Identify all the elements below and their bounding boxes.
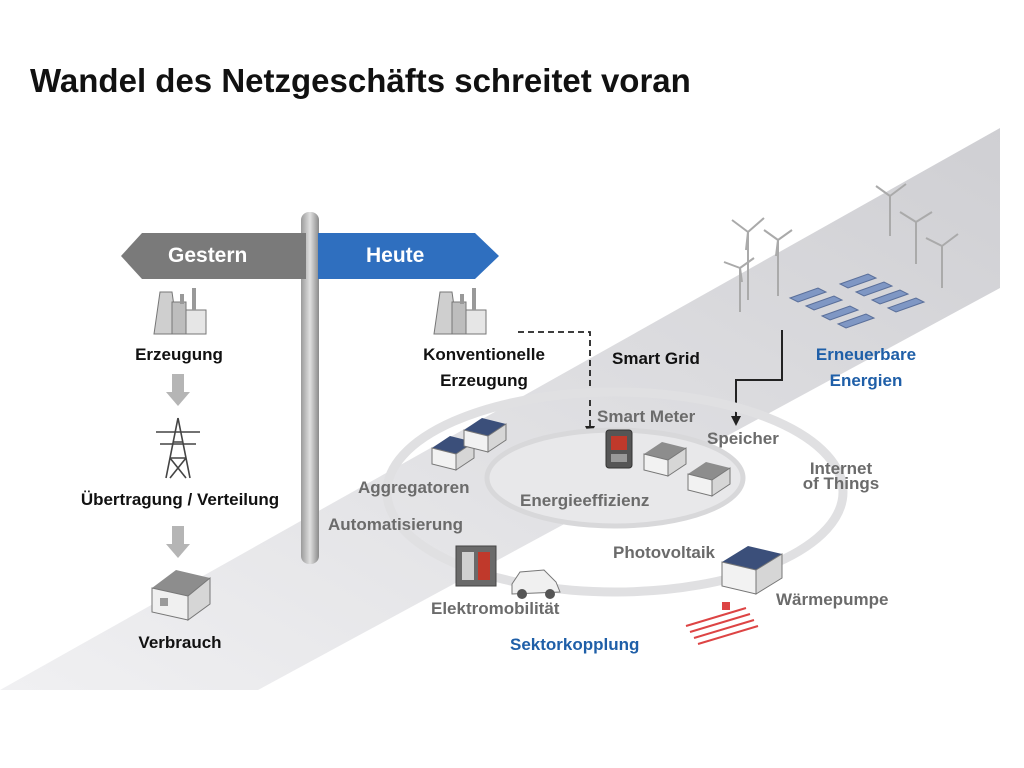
battery-icon <box>455 545 497 587</box>
label-konventionelle: Konventionelle <box>423 345 545 364</box>
power-plant-icon <box>433 288 487 335</box>
label-smart-grid: Smart Grid <box>612 349 700 368</box>
house-icon <box>463 418 507 453</box>
label-verbrauch: Verbrauch <box>138 633 222 652</box>
sign-heute-label: Heute <box>366 244 425 267</box>
label-erzeugung: Erzeugung <box>135 345 223 364</box>
solar-panel-icon <box>788 273 926 329</box>
label-energieeffizienz: Energieeffizienz <box>520 491 650 510</box>
heute-sign <box>318 233 499 279</box>
label-speicher: Speicher <box>707 429 779 448</box>
label-elektromobilitaet: Elektromobilität <box>431 599 560 618</box>
label-konventionelle-erzeugung: Erzeugung <box>440 371 528 390</box>
label-erneuerbare: Erneuerbare <box>815 345 917 364</box>
label-automatisierung: Automatisierung <box>328 515 464 534</box>
smart-meter-icon <box>605 429 633 469</box>
arrow-down-icon <box>166 374 190 406</box>
transmission-tower-icon <box>156 417 200 479</box>
heat-pump-icon <box>685 602 759 645</box>
label-waermepumpe: Wärmepumpe <box>776 590 889 609</box>
renewables-connector <box>735 330 783 418</box>
gestern-sign <box>121 233 306 279</box>
house-icon <box>151 570 211 621</box>
page-title: Wandel des Netzgeschäfts schreitet voran <box>30 62 691 99</box>
label-sektorkopplung: Sektorkopplung <box>510 635 640 654</box>
label-energien: Energien <box>829 371 903 390</box>
signpost-pole <box>301 212 319 564</box>
label-aggregatoren: Aggregatoren <box>358 478 470 497</box>
label-uebertragung: Übertragung / Verteilung <box>80 490 280 509</box>
arrow-head <box>731 416 741 426</box>
house-icon <box>687 462 731 497</box>
wind-turbine-icon <box>723 183 959 312</box>
smart-grid-outer-ring <box>382 387 848 597</box>
house-icon <box>643 442 687 477</box>
label-of-things: of Things <box>802 474 880 493</box>
house-icon <box>721 546 783 595</box>
label-internet: Internet <box>809 459 873 478</box>
label-smart-meter: Smart Meter <box>597 407 696 426</box>
electric-car-icon <box>511 569 561 599</box>
sign-gestern-label: Gestern <box>168 244 248 267</box>
label-photovoltaik: Photovoltaik <box>613 543 716 562</box>
power-plant-icon <box>153 288 207 335</box>
arrow-down-icon <box>166 526 190 558</box>
